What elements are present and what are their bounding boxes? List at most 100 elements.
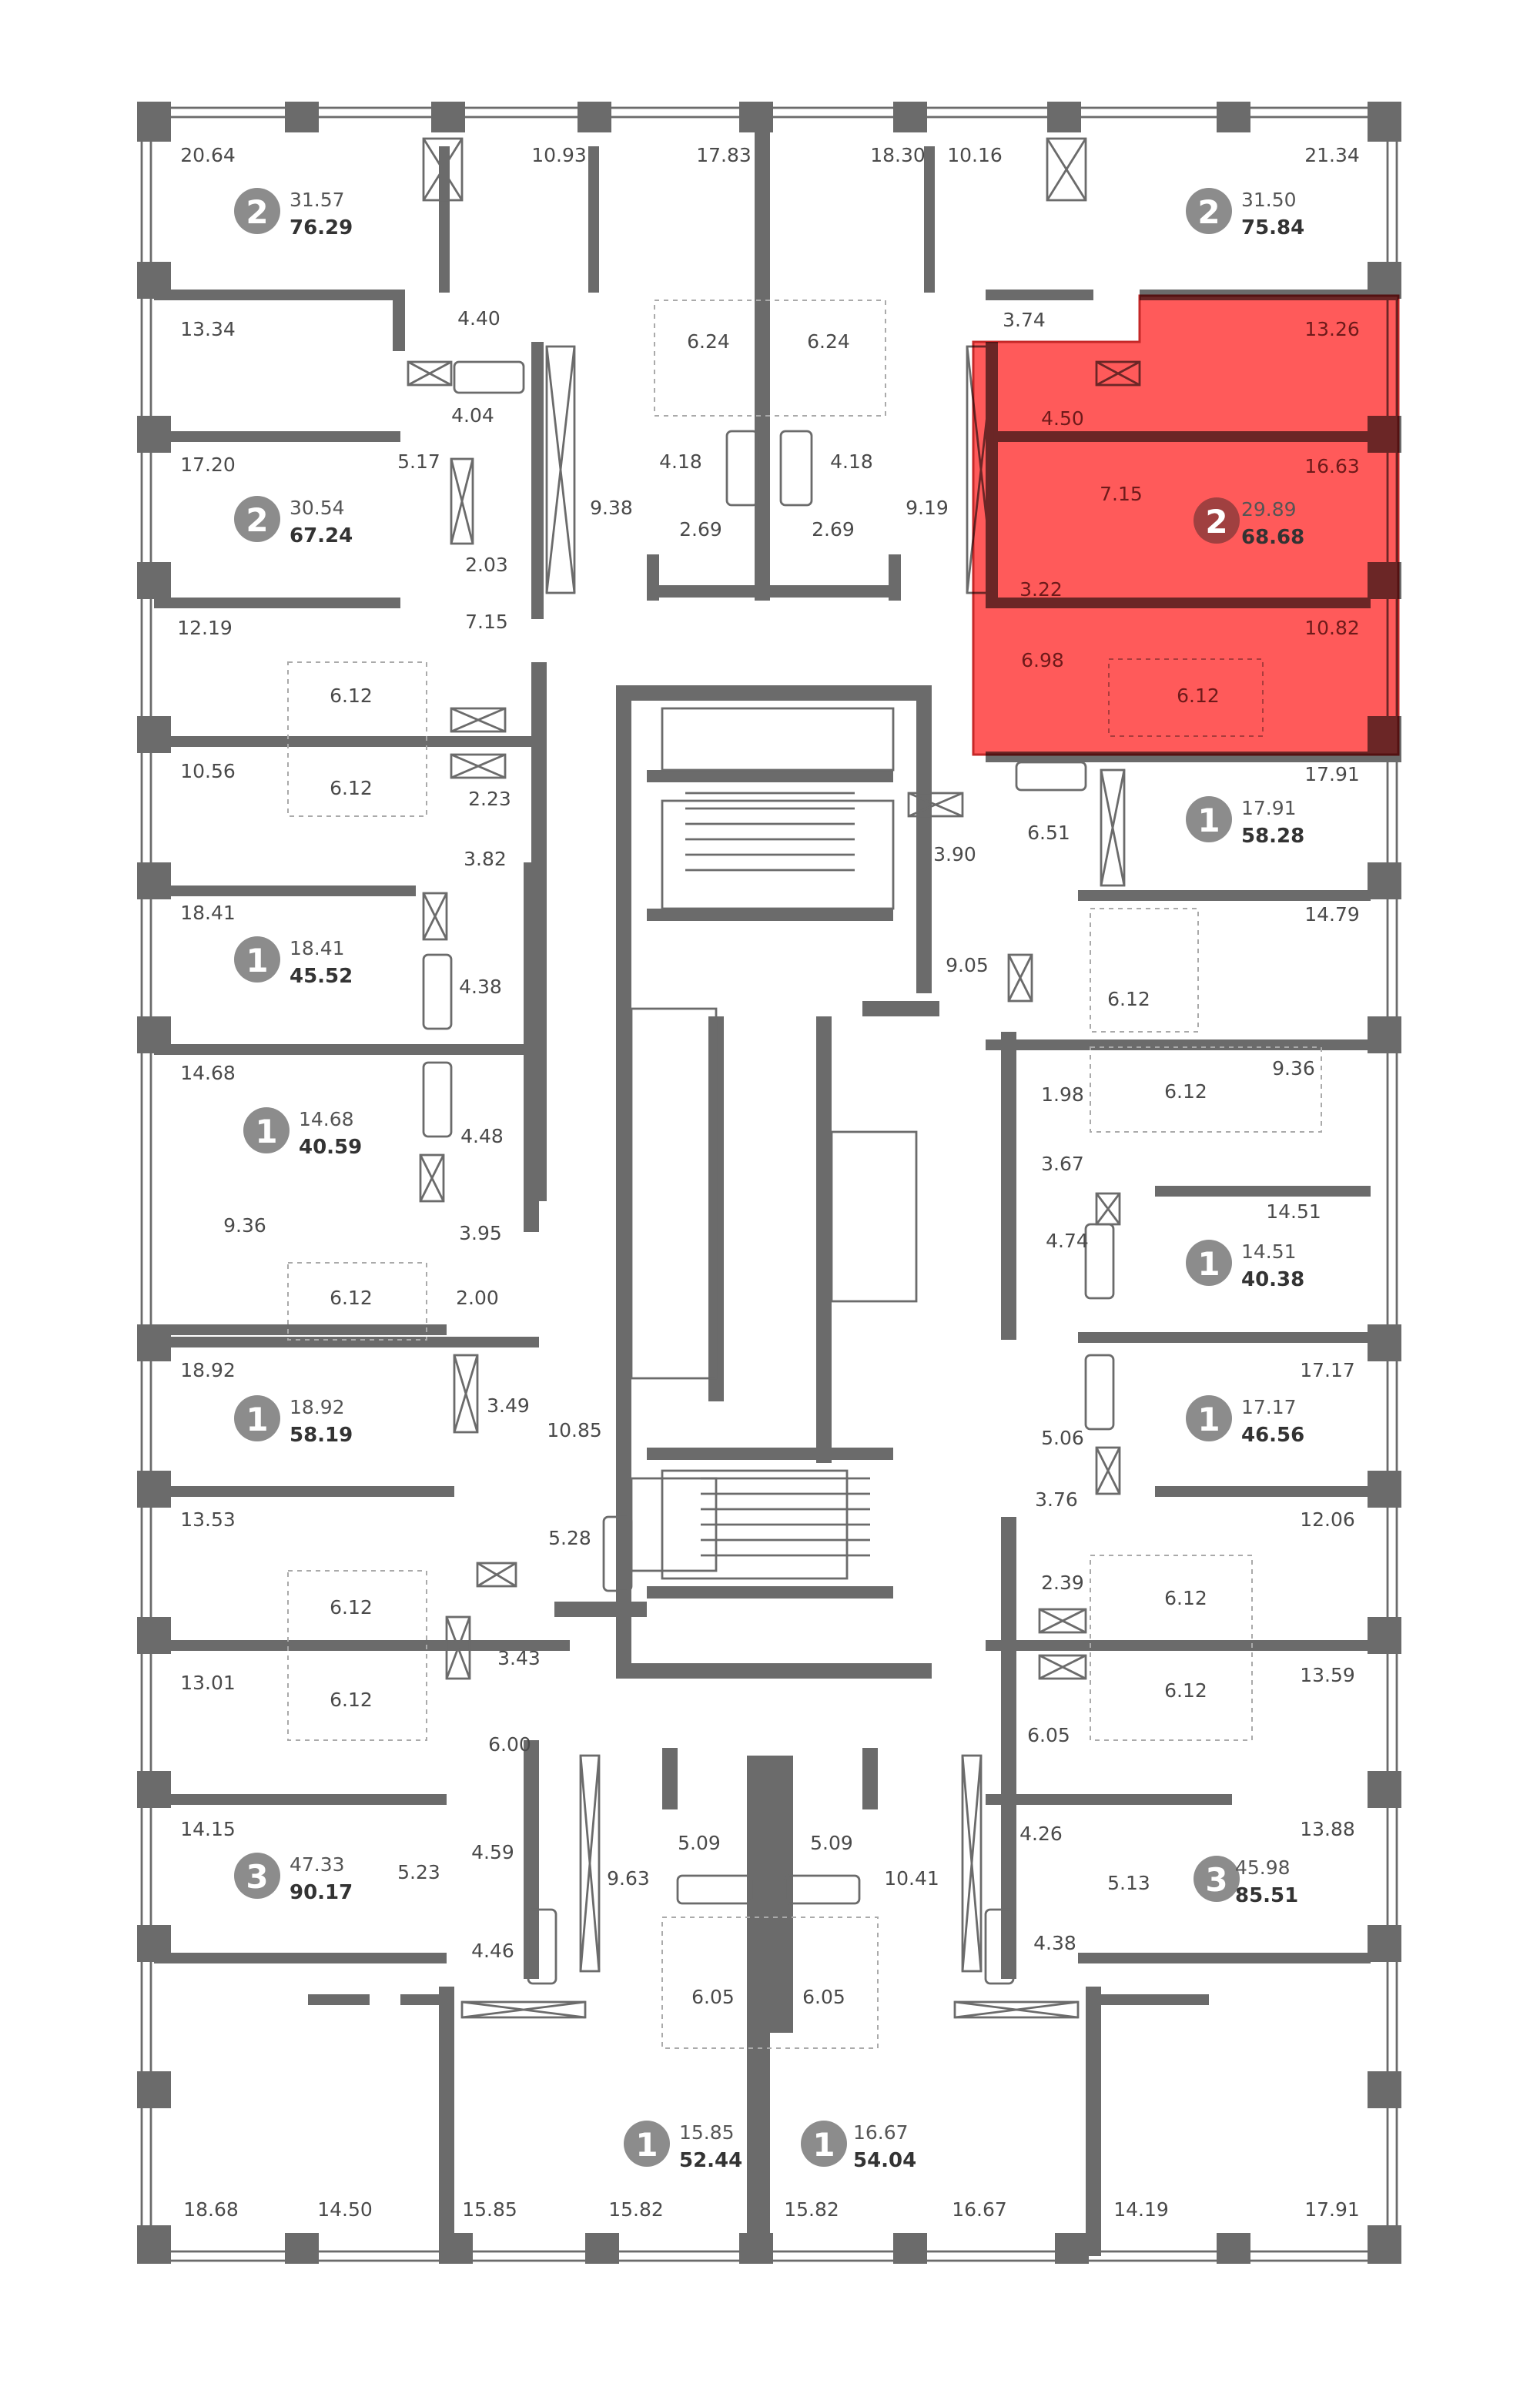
room-area-label: 3.76 [1035,1488,1078,1511]
room-area-label: 20.64 [180,144,236,166]
room-count-circle [1194,1856,1240,1902]
total-area: 54.04 [853,2149,916,2172]
room-count: 2 [246,193,268,231]
pillar [285,102,319,132]
wall [747,2033,770,2256]
room-area-label: 3.95 [459,1222,502,1244]
apartment-badge[interactable]: 1 16.67 54.04 [801,2121,916,2172]
room-area-label: 13.53 [180,1508,236,1531]
room-area-label: 16.67 [952,2198,1007,2221]
wall [154,1640,570,1651]
room-count-circle [234,936,280,983]
vent-shaft-icon [453,1354,479,1433]
room-area-label: 9.38 [590,497,633,519]
kitchen-zone [287,1570,427,1741]
living-area: 14.68 [299,1108,354,1130]
vent-shaft-icon [461,2000,586,2019]
wall [647,1586,893,1599]
wall [755,123,770,601]
room-area-label: 9.05 [946,954,989,976]
kitchen-zone [1090,1046,1322,1133]
wall [439,1987,454,2256]
room-count-circle [1186,1240,1232,1286]
room-area-label: 6.12 [330,777,373,799]
room-area-label: 2.39 [1041,1572,1084,1594]
room-area-label: 10.56 [180,760,236,782]
vent-shaft-icon [1095,1193,1121,1225]
vent-shaft-icon [422,892,448,940]
pillar [137,716,171,753]
pillar [285,2233,319,2264]
vent-shaft-icon [450,753,507,779]
wall [154,1486,454,1497]
vent-shaft-icon [908,792,963,818]
walls [137,102,1401,2264]
wall [154,885,416,896]
room-area-label: 3.49 [487,1394,530,1417]
wall [616,685,631,1671]
room-area-label: 17.91 [1304,2198,1360,2221]
room-count: 3 [1205,1861,1227,1899]
room-area-label: 6.00 [488,1733,531,1756]
vent-shaft-icon [445,1616,471,1679]
wall [400,1994,447,2005]
room-area-label: 2.03 [465,554,508,576]
vent-shaft-icon [579,1754,601,1973]
room-area-label: 3.90 [933,843,976,865]
room-area-label: 9.63 [607,1867,650,1890]
room-area-label: 6.12 [1177,685,1220,707]
vent-shaft-icon [1007,953,1033,1003]
wall [531,342,544,619]
room-area-label: 12.06 [1300,1508,1355,1531]
room-area-label: 18.30 [870,144,926,166]
room-area-label: 15.82 [784,2198,839,2221]
wall [1147,1994,1209,2005]
room-area-label: 6.05 [802,1986,845,2008]
wall [916,685,932,993]
room-area-label: 18.41 [180,902,236,924]
wall [393,290,405,351]
room-count: 1 [812,2126,835,2164]
wall [524,1740,539,1979]
room-area-label: 17.20 [180,454,236,476]
vent-shaft-icon [445,1615,471,1680]
room-area-label: 17.91 [1304,763,1360,785]
total-area: 75.84 [1241,216,1304,239]
living-area: 16.67 [853,2121,909,2144]
room-count-circle [624,2121,670,2167]
vent-shaft-icon [450,457,474,545]
total-area: 67.24 [290,524,353,547]
room-area-label: 9.36 [1272,1057,1315,1080]
room-area-label: 10.85 [547,1419,602,1441]
room-count-circle [801,2121,847,2167]
highlighted-apartment[interactable] [972,294,1400,756]
room-area-label: 5.28 [548,1527,591,1549]
room-area-label: 4.59 [471,1841,514,1863]
wall [816,1016,832,1463]
room-area-label: 10.82 [1304,617,1360,639]
room-area-label: 1.98 [1041,1083,1084,1106]
room-count-circle [234,1395,280,1441]
wall [154,1953,447,1963]
room-area-label: 10.93 [531,144,587,166]
vent-shaft-icon [422,892,448,941]
kitchen-zone [654,300,886,417]
vent-shaft-icon [419,1154,445,1202]
vent-shaft-icon [579,1755,601,1972]
total-area: 40.38 [1241,1268,1304,1291]
